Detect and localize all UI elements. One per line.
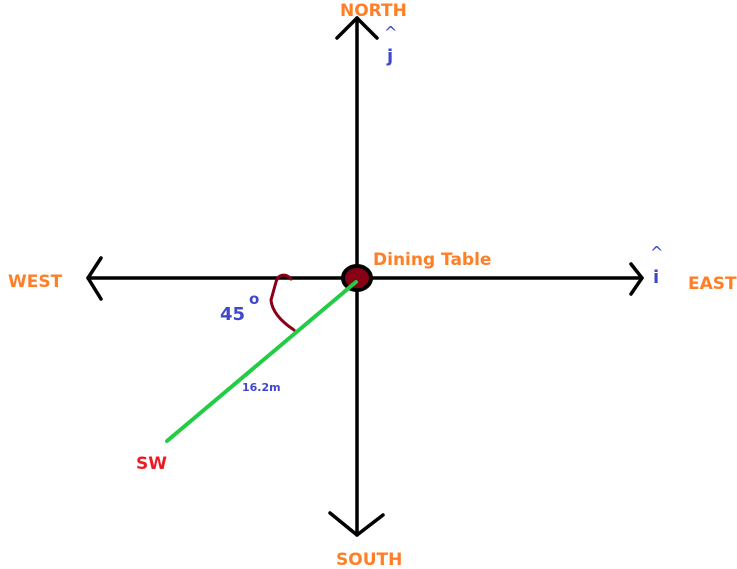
j-hat-label: j [386,46,393,67]
dining-table-label: Dining Table [373,250,491,270]
sw-vector-overlay [343,280,358,293]
north-label: NORTH [340,1,407,21]
east-arrowhead [629,262,644,296]
angle-label: 45 [220,304,245,325]
angle-arc [269,273,296,332]
i-hat-caret: ^ [650,243,663,262]
degree-symbol: o [249,290,259,308]
west-arrowhead [86,256,103,301]
sw-label: SW [136,454,167,474]
dining-table-dot [341,264,373,292]
south-arrowhead [328,511,385,537]
j-hat-caret: ^ [384,23,397,42]
west-label: WEST [8,272,63,292]
i-hat-label: i [653,267,659,288]
east-label: EAST [688,274,737,294]
north-arrowhead [335,16,379,40]
sw-vector [165,280,358,443]
distance-label: 16.2m [242,381,281,394]
south-label: SOUTH [336,550,402,569]
